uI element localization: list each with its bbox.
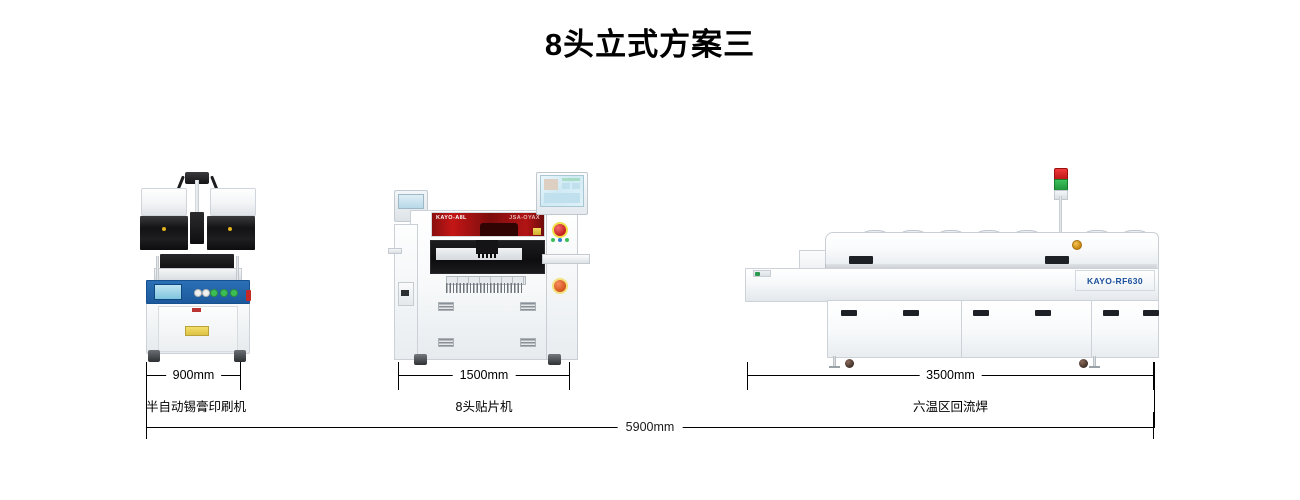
placer-brand-label: KAYO-A8L: [436, 215, 467, 221]
placer-main-monitor-screen[interactable]: [540, 175, 584, 207]
printer-left-cover: [141, 188, 187, 216]
oven-handle-5[interactable]: [1103, 310, 1119, 316]
printer-right-post: [236, 256, 239, 280]
printer-left-post: [156, 256, 159, 280]
placer-status-led-green: [551, 238, 555, 242]
placer-output-tray: [542, 254, 590, 264]
placer-vent-bottom-right: [520, 338, 536, 347]
dimension-placer-tick-right: [569, 362, 570, 390]
oven-model-plate: KAYO-RF630: [1075, 270, 1155, 291]
printer-squeegee-shaft: [195, 180, 199, 216]
printer-right-rail-lower: [207, 238, 255, 250]
machine-reflow-oven: KAYO-RF630: [745, 168, 1159, 368]
monitor-grid-b: [572, 183, 580, 189]
placer-vent-top-left: [438, 302, 454, 311]
placer-brand-banner: KAYO-A8L JSA-OYAX: [431, 212, 545, 237]
printer-top-motor-box: [185, 172, 209, 184]
placer-side-monitor-screen[interactable]: [398, 194, 424, 209]
oven-cabinet-2[interactable]: [961, 300, 1093, 358]
oven-hood-vent-left: [849, 256, 873, 264]
oven-hood-vent-right: [1045, 256, 1069, 264]
placer-left-conveyor-arm: [388, 248, 402, 254]
placer-model-label: JSA-OYAX: [509, 215, 540, 221]
placer-status-led-green-2: [565, 238, 569, 242]
printer-button-green-1[interactable]: [210, 289, 218, 297]
oven-inlet-panel: [753, 270, 771, 277]
printer-right-cover: [210, 188, 256, 216]
printer-print-head: [190, 212, 204, 244]
dimension-reflow-tick-left: [747, 362, 748, 390]
printer-foot-right: [234, 350, 246, 362]
printer-button-green-2[interactable]: [220, 289, 228, 297]
monitor-grid-a: [562, 183, 570, 189]
caption-reflow: 六温区回流焊: [912, 400, 988, 414]
placer-banner-graphic: [480, 223, 518, 236]
printer-warning-label-icon: [185, 326, 209, 336]
printer-right-indicator-dot: [228, 227, 232, 231]
machine-solder-paste-printer: [138, 172, 256, 364]
dimension-printer-label: 900mm: [165, 366, 222, 384]
placer-side-panel-display: [401, 290, 409, 296]
printer-emergency-stop-icon[interactable]: [246, 290, 251, 301]
monitor-toolbar-row: [562, 178, 580, 181]
dimension-printer-tick-right: [240, 362, 241, 390]
dimension-total-tick-left: [146, 412, 147, 439]
printer-left-indicator-dot: [162, 227, 166, 231]
placer-vent-bottom-left: [438, 338, 454, 347]
dimension-total-tick-right: [1153, 412, 1154, 439]
printer-button-white-1[interactable]: [194, 289, 202, 297]
monitor-preview-pane: [544, 179, 558, 190]
oven-caster-right: [1079, 356, 1088, 368]
oven-handle-4[interactable]: [1035, 310, 1051, 316]
machine-pick-and-place: KAYO-A8L JSA-OYAX: [388, 170, 590, 366]
printer-foot-left: [148, 350, 160, 362]
dimension-reflow: 3500mm: [747, 362, 1154, 392]
dimension-total: 5900mm: [146, 412, 1154, 442]
oven-handle-1[interactable]: [841, 310, 857, 316]
oven-caster-left: [845, 356, 854, 368]
oven-control-knob-icon[interactable]: [1072, 240, 1082, 250]
placer-secondary-stop-icon[interactable]: [552, 278, 568, 294]
dimension-placer: 1500mm: [398, 362, 570, 392]
extension-line-right: [1154, 362, 1155, 428]
oven-leg-right: [1089, 356, 1100, 368]
placer-nozzle-array-icon: [478, 253, 497, 258]
oven-inlet-led-icon: [755, 272, 760, 276]
dimension-printer: 900mm: [146, 362, 241, 392]
dimension-reflow-label: 3500mm: [919, 366, 982, 384]
monitor-data-table: [544, 193, 580, 203]
placer-foot-left: [414, 354, 427, 365]
dimension-reflow-tick-right: [1153, 362, 1154, 390]
page-title: 8头立式方案三: [544, 27, 756, 62]
dimension-placer-tick-left: [398, 362, 399, 390]
caption-printer: 半自动锡膏印刷机: [146, 400, 247, 414]
printer-touch-screen[interactable]: [154, 284, 182, 300]
oven-cabinet-3[interactable]: [1091, 300, 1159, 358]
placer-8head-gantry-icon: [476, 240, 498, 254]
oven-handle-3[interactable]: [973, 310, 989, 316]
oven-leg-left: [829, 356, 840, 368]
oven-handle-6[interactable]: [1143, 310, 1159, 316]
dimension-placer-label: 1500mm: [452, 366, 516, 384]
oven-handle-2[interactable]: [903, 310, 919, 316]
placer-status-led-blue: [558, 238, 562, 242]
oven-model-label: KAYO-RF630: [1086, 275, 1144, 286]
extension-line-left: [146, 362, 147, 428]
signal-tower-pole: [1059, 196, 1062, 236]
oven-cabinet-1[interactable]: [827, 300, 963, 358]
placer-feeder-teeth-icon: [446, 283, 524, 293]
placer-banner-tag-icon: [533, 228, 541, 235]
dimension-total-label: 5900mm: [617, 418, 683, 436]
printer-button-green-3[interactable]: [230, 289, 238, 297]
placer-vent-top-right: [520, 302, 536, 311]
printer-button-white-2[interactable]: [202, 289, 210, 297]
caption-placer: 8头贴片机: [455, 400, 513, 414]
printer-red-label-icon: [192, 308, 201, 312]
placer-foot-right: [548, 354, 561, 365]
printer-left-rail-lower: [140, 238, 188, 250]
placer-emergency-stop-icon[interactable]: [552, 222, 568, 238]
printer-stencil-table: [160, 254, 234, 270]
